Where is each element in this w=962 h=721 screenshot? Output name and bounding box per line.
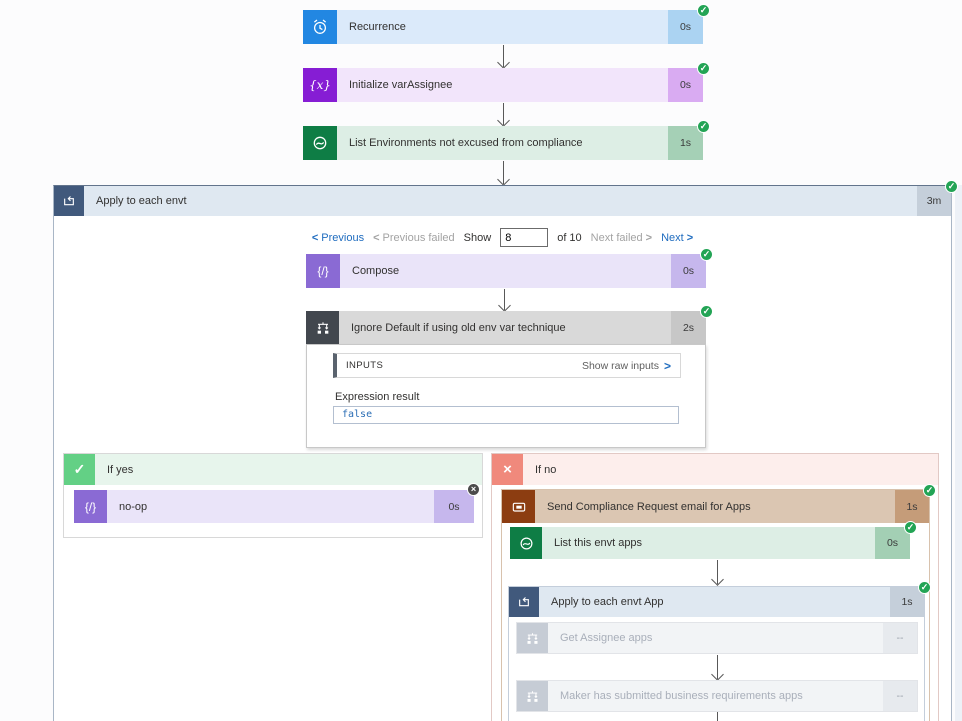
action-card-list-envt-apps[interactable]: List this envt apps 0s ✓	[510, 521, 917, 559]
condition-icon	[517, 623, 548, 653]
chevron-right-icon: >	[663, 358, 671, 373]
canvas-margin	[955, 185, 962, 721]
action-card-get-assignee-apps[interactable]: Get Assignee apps --	[516, 622, 918, 654]
duration-badge: 1s	[895, 490, 929, 523]
if-yes-branch: ✓ If yes {/} no-op 0s ×	[63, 453, 483, 538]
action-card-list-environments[interactable]: List Environments not excused from compl…	[303, 120, 710, 160]
branch-title: If yes	[107, 463, 134, 476]
apply-to-each-envt-app-container: Apply to each envt App 1s ✓ Get Assignee…	[508, 581, 931, 721]
previous-button[interactable]: <Previous	[311, 231, 365, 244]
skipped-badge-icon: ×	[467, 483, 480, 496]
duration-badge: --	[883, 681, 917, 711]
connector-arrow	[503, 103, 504, 125]
success-badge-icon: ✓	[700, 248, 713, 261]
connector-arrow	[503, 45, 504, 67]
card-title: Maker has submitted business requirement…	[548, 681, 883, 711]
loop-icon	[54, 186, 84, 216]
duration-badge: 3m	[917, 186, 951, 216]
connector-arrow	[504, 289, 505, 310]
duration-badge: 1s	[668, 126, 703, 160]
powerplatform-icon	[510, 527, 542, 559]
card-title: no-op	[107, 490, 434, 523]
scope-header[interactable]: Send Compliance Request email for Apps 1…	[502, 484, 936, 523]
action-card-maker-submitted[interactable]: Maker has submitted business requirement…	[516, 680, 918, 712]
container-title: Apply to each envt	[96, 195, 187, 207]
card-title: Get Assignee apps	[548, 623, 883, 653]
powerplatform-icon	[303, 126, 337, 160]
apply-to-each-envt-header[interactable]: Apply to each envt 3m ✓	[54, 180, 958, 216]
success-badge-icon: ✓	[697, 62, 710, 75]
card-title: List this envt apps	[542, 527, 875, 559]
if-no-branch: × If no Send Compliance Request email fo…	[491, 453, 939, 721]
action-card-recurrence[interactable]: Recurrence 0s ✓	[303, 4, 710, 44]
chevron-right-icon: >	[686, 231, 694, 244]
branch-title: If no	[535, 463, 557, 476]
apply-to-each-envt-app-header[interactable]: Apply to each envt App 1s ✓	[509, 581, 931, 617]
chevron-left-icon: <	[373, 231, 380, 244]
duration-badge: 0s	[434, 490, 474, 523]
check-icon: ✓	[64, 454, 95, 485]
action-card-no-op[interactable]: {/} no-op 0s ×	[74, 483, 480, 523]
if-no-header[interactable]: × If no	[492, 454, 938, 485]
duration-badge: 2s	[671, 311, 706, 344]
success-badge-icon: ✓	[923, 484, 936, 497]
next-failed-button[interactable]: Next failed>	[590, 231, 653, 244]
success-badge-icon: ✓	[697, 4, 710, 17]
card-title: Compose	[340, 254, 671, 288]
card-title: List Environments not excused from compl…	[337, 126, 668, 160]
duration-badge: 1s	[890, 587, 924, 617]
scope-send-compliance-container: Send Compliance Request email for Apps 1…	[501, 484, 936, 721]
container-title: Apply to each envt App	[551, 596, 664, 608]
apply-to-each-envt-container: Apply to each envt 3m ✓ <Previous <Previ…	[53, 180, 958, 721]
condition-icon	[306, 311, 339, 344]
card-title: Ignore Default if using old env var tech…	[339, 311, 671, 344]
success-badge-icon: ✓	[904, 521, 917, 534]
connector-arrow	[717, 560, 718, 584]
next-button[interactable]: Next>	[661, 231, 694, 244]
compose-icon: {/}	[74, 490, 107, 523]
duration-badge: --	[883, 623, 917, 653]
condition-details-panel: INPUTS Show raw inputs> Expression resul…	[306, 344, 706, 448]
of-total-label: of 10	[557, 231, 582, 244]
success-badge-icon: ✓	[697, 120, 710, 133]
compose-icon: {/}	[306, 254, 340, 288]
success-badge-icon: ✓	[945, 180, 958, 193]
chevron-left-icon: <	[311, 231, 319, 244]
clock-icon	[303, 10, 337, 44]
container-title: Send Compliance Request email for Apps	[547, 500, 751, 513]
raw-inputs-link[interactable]: Show raw inputs>	[581, 358, 671, 373]
connector-arrow	[717, 655, 718, 679]
duration-badge: 0s	[668, 10, 703, 44]
action-card-initialize-var[interactable]: {x} Initialize varAssignee 0s ✓	[303, 62, 710, 102]
action-card-condition[interactable]: Ignore Default if using old env var tech…	[306, 305, 713, 344]
action-card-compose[interactable]: {/} Compose 0s ✓	[306, 248, 713, 288]
scope-icon	[502, 490, 535, 523]
pagination: <Previous <Previous failed Show of 10 Ne…	[54, 228, 951, 247]
show-label: Show	[463, 231, 492, 244]
show-run-input[interactable]	[500, 228, 549, 247]
expression-result-label: Expression result	[335, 391, 420, 403]
duration-badge: 0s	[671, 254, 706, 288]
variable-icon: {x}	[303, 68, 337, 102]
success-badge-icon: ✓	[918, 581, 931, 594]
success-badge-icon: ✓	[700, 305, 713, 318]
chevron-right-icon: >	[645, 231, 653, 244]
card-title: Recurrence	[337, 10, 668, 44]
duration-badge: 0s	[668, 68, 703, 102]
duration-badge: 0s	[875, 527, 910, 559]
card-title: Initialize varAssignee	[337, 68, 668, 102]
inputs-section-header: INPUTS Show raw inputs>	[333, 353, 681, 378]
loop-icon	[509, 587, 539, 617]
if-yes-header[interactable]: ✓ If yes	[64, 454, 482, 485]
expression-result-value: false	[333, 406, 679, 424]
connector-arrow	[503, 161, 504, 184]
inputs-label: INPUTS	[346, 360, 384, 371]
condition-icon	[517, 681, 548, 711]
previous-failed-button[interactable]: <Previous failed	[373, 231, 455, 244]
cross-icon: ×	[492, 454, 523, 485]
connector-line	[717, 712, 718, 721]
